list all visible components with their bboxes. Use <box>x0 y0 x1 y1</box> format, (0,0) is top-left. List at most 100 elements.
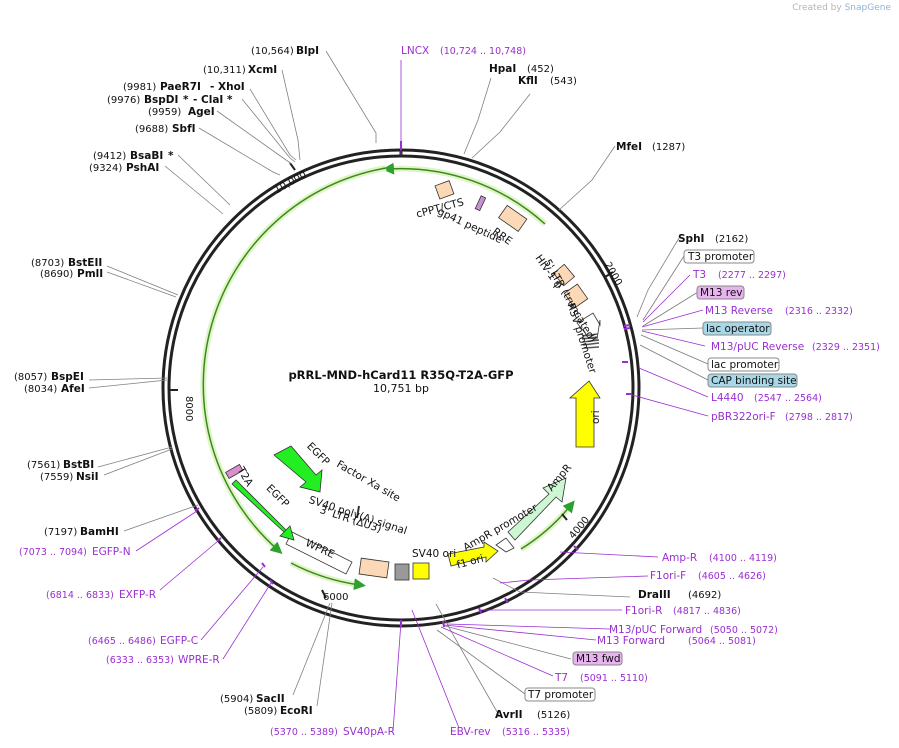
svg-text:T3 promoter: T3 promoter <box>687 251 754 263</box>
label-sv40-ori: SV40 ori <box>412 548 456 560</box>
enzyme-paer7i: (9981) PaeR7I - XhoI <box>123 81 245 93</box>
svg-text:(452): (452) <box>527 64 554 75</box>
svg-text:(9959): (9959) <box>148 107 181 118</box>
svg-text:M13 Forward: M13 Forward <box>597 635 665 647</box>
svg-text:(543): (543) <box>550 76 577 87</box>
svg-text:EGFP-C: EGFP-C <box>160 635 198 647</box>
svg-text:EcoRI: EcoRI <box>280 705 313 717</box>
svg-text:M13 rev: M13 rev <box>700 287 743 299</box>
feature-t7-promoter: T7 promoter <box>524 687 596 702</box>
svg-text:(7561): (7561) <box>27 460 60 471</box>
svg-text:DraIII: DraIII <box>638 589 671 601</box>
svg-text:BspEI: BspEI <box>51 371 84 383</box>
svg-text:(4100 .. 4119): (4100 .. 4119) <box>709 553 777 564</box>
feature-lac-promoter: lac promoter <box>707 357 780 372</box>
plasmid-length: 10,751 bp <box>373 382 429 395</box>
primer-m13-reverse: M13 Reverse(2316 .. 2332) <box>705 305 853 317</box>
svg-text:SacII: SacII <box>256 693 285 705</box>
svg-text:(7073 .. 7094): (7073 .. 7094) <box>19 547 87 558</box>
t2a-box <box>225 463 244 480</box>
svg-text:(5126): (5126) <box>537 710 570 721</box>
svg-text:AgeI: AgeI <box>188 106 215 118</box>
egfp-arrow-2 <box>273 445 323 493</box>
boxed-labels: T3 promoter M13 rev lac operator lac pro… <box>524 249 798 702</box>
tick-8000: 8000 <box>183 396 194 421</box>
svg-text:(9981): (9981) <box>123 82 156 93</box>
svg-text:L4440: L4440 <box>711 392 744 404</box>
svg-text:PmlI: PmlI <box>77 268 103 280</box>
svg-text:(5370 .. 5389): (5370 .. 5389) <box>270 727 338 738</box>
enzyme-agei: (9959) AgeI <box>148 106 215 118</box>
svg-text:(9324): (9324) <box>89 163 122 174</box>
rre-box <box>498 204 528 232</box>
enzyme-bspdi: (9976)BspDI*- ClaI * <box>107 94 233 106</box>
svg-text:(1287): (1287) <box>652 142 685 153</box>
svg-text:F1ori-R: F1ori-R <box>625 605 662 617</box>
svg-text:CAP binding site: CAP binding site <box>711 375 797 387</box>
enzyme-leader-lines <box>88 50 680 718</box>
svg-text:(8034): (8034) <box>24 384 57 395</box>
svg-text:(5064 .. 5081): (5064 .. 5081) <box>688 636 756 647</box>
feature-leader-lines <box>436 255 709 695</box>
svg-text:(4692): (4692) <box>688 590 721 601</box>
sv40-polya-box <box>394 563 410 581</box>
svg-text:(2798 .. 2817): (2798 .. 2817) <box>785 412 853 423</box>
label-gp41: gp41 peptide <box>436 206 504 246</box>
enzyme-mfei: MfeI(1287) <box>616 141 685 153</box>
svg-text:(2329 .. 2351): (2329 .. 2351) <box>812 342 880 353</box>
enzyme-pshai: (9324)PshAI <box>89 162 159 174</box>
label-egfp-1: EGFP <box>264 482 292 510</box>
svg-text:PaeR7I: PaeR7I <box>160 81 201 93</box>
enzyme-avrii: AvrII(5126) <box>495 709 570 721</box>
svg-text:BamHI: BamHI <box>80 526 119 538</box>
svg-text:T7 promoter: T7 promoter <box>527 689 594 701</box>
cppt-box <box>434 180 455 200</box>
svg-text:(2277 .. 2297): (2277 .. 2297) <box>718 270 786 281</box>
gp41-box <box>474 195 487 212</box>
svg-text:pBR322ori-F: pBR322ori-F <box>711 411 776 423</box>
svg-text:(4605 .. 4626): (4605 .. 4626) <box>698 571 766 582</box>
svg-text:NsiI: NsiI <box>76 471 99 483</box>
enzyme-bamhi: (7197)BamHI <box>44 526 119 538</box>
svg-text:(8057): (8057) <box>14 372 47 383</box>
svg-text:- XhoI: - XhoI <box>210 81 245 93</box>
primer-t3: T3(2277 .. 2297) <box>692 269 786 281</box>
svg-text:(5809): (5809) <box>244 706 277 717</box>
enzyme-sphi: SphI(2162) <box>678 233 748 245</box>
svg-text:(5091 .. 5110): (5091 .. 5110) <box>580 673 648 684</box>
tick-2000: 2000 <box>602 260 624 288</box>
enzyme-sacii: (5904)SacII <box>220 693 285 705</box>
svg-text:(8690): (8690) <box>40 269 73 280</box>
ori-arrow <box>568 380 601 448</box>
svg-text:(10,564): (10,564) <box>251 46 294 57</box>
svg-text:(2547 .. 2564): (2547 .. 2564) <box>754 393 822 404</box>
ampr-promoter-arrow <box>495 537 515 553</box>
svg-text:WPRE-R: WPRE-R <box>178 654 220 666</box>
svg-text:BstBI: BstBI <box>63 459 94 471</box>
credit-prefix: Created by <box>792 3 842 13</box>
svg-text:LNCX: LNCX <box>401 45 429 57</box>
svg-text:(5316 .. 5335): (5316 .. 5335) <box>502 727 570 738</box>
svg-text:XcmI: XcmI <box>248 64 277 76</box>
primer-lncx: LNCX(10,724 .. 10,748) <box>401 45 526 57</box>
plasmid-name: pRRL-MND-hCard11 R35Q-T2A-GFP <box>288 368 513 382</box>
svg-text:BspDI: BspDI <box>144 94 178 106</box>
enzyme-nsii: (7559)NsiI <box>40 471 99 483</box>
svg-text:BstEII: BstEII <box>68 257 102 269</box>
primer-m13-puc-reverse: M13/pUC Reverse(2329 .. 2351) <box>711 341 880 353</box>
svg-text:(5904): (5904) <box>220 694 253 705</box>
svg-text:(10,311): (10,311) <box>203 65 246 76</box>
feature-cap-binding-site: CAP binding site <box>707 373 798 388</box>
primer-ebv-rev: EBV-rev(5316 .. 5335) <box>450 726 570 738</box>
enzyme-ecori: (5809)EcoRI <box>244 705 313 717</box>
center-title: pRRL-MND-hCard11 R35Q-T2A-GFP 10,751 bp <box>288 368 513 395</box>
svg-text:F1ori-F: F1ori-F <box>650 570 686 582</box>
primer-site-marks <box>194 141 632 628</box>
svg-text:(2316 .. 2332): (2316 .. 2332) <box>785 306 853 317</box>
svg-text:(6333 .. 6353): (6333 .. 6353) <box>106 655 174 666</box>
svg-text:M13 fwd: M13 fwd <box>576 653 621 665</box>
enzyme-blpi: (10,564)BlpI <box>251 45 319 57</box>
rsv-promoter-arrow <box>576 312 601 340</box>
enzyme-draiii: DraIII (4692) <box>638 589 721 601</box>
ltr3-box <box>358 557 390 579</box>
